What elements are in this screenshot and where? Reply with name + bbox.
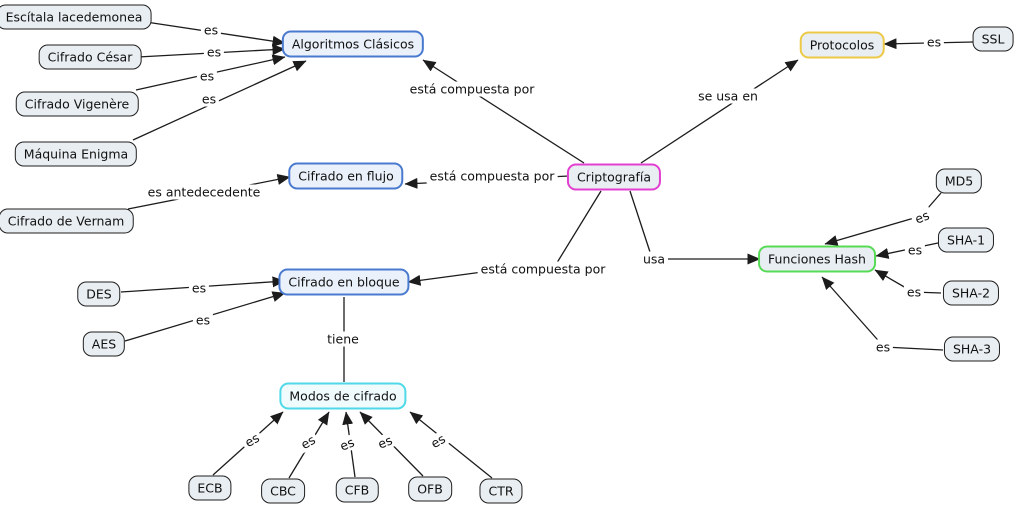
node-cifrado-en-bloque[interactable]: Cifrado en bloque — [278, 268, 410, 296]
edge-line-ctr-modos — [409, 411, 493, 479]
edge-label-cesar-es[interactable]: es — [203, 44, 225, 60]
node-cifrado-en-flujo[interactable]: Cifrado en flujo — [288, 162, 404, 190]
edge-line-enigma-algoritmos — [132, 60, 307, 141]
edge-label-se-usa-en[interactable]: se usa en — [695, 88, 761, 104]
node-md5[interactable]: MD5 — [935, 168, 983, 194]
edge-label-aes-es[interactable]: es — [192, 312, 214, 328]
edge-label-sha2-es[interactable]: es — [903, 284, 925, 300]
edge-line-sha3-hash-b — [821, 276, 885, 348]
node-algoritmos-clasicos[interactable]: Algoritmos Clásicos — [281, 30, 425, 58]
edge-label-des-es[interactable]: es — [188, 280, 210, 296]
node-ecb[interactable]: ECB — [188, 475, 232, 501]
node-ctr[interactable]: CTR — [479, 478, 523, 504]
node-ssl[interactable]: SSL — [972, 26, 1014, 52]
edge-line-sha3-hash-a — [883, 346, 944, 351]
node-sha3[interactable]: SHA-3 — [943, 336, 1001, 362]
edge-label-enigma-es[interactable]: es — [198, 91, 220, 107]
edge-label-esta-compuesta-por-flujo[interactable]: está compuesta por — [426, 168, 558, 184]
node-criptografia[interactable]: Criptografía — [566, 163, 662, 191]
node-des[interactable]: DES — [77, 281, 121, 307]
edge-label-esta-compuesta-por-bloque[interactable]: está compuesta por — [477, 261, 609, 277]
edge-label-sha1-es[interactable]: es — [904, 242, 926, 258]
edge-label-tiene[interactable]: tiene — [324, 331, 362, 347]
node-sha1[interactable]: SHA-1 — [937, 227, 995, 253]
edge-label-escitala-es[interactable]: es — [200, 22, 222, 38]
edge-label-ssl-es[interactable]: es — [923, 34, 945, 50]
edge-label-es-antedecedente[interactable]: es antedecedente — [144, 184, 264, 200]
node-cifrado-de-vernam[interactable]: Cifrado de Vernam — [0, 208, 134, 234]
edge-line-criptografia-bloque-a — [554, 190, 602, 267]
node-ofb[interactable]: OFB — [408, 476, 452, 502]
node-sha2[interactable]: SHA-2 — [942, 280, 1000, 306]
node-protocolos[interactable]: Protocolos — [799, 31, 885, 59]
edge-line-md5-hash-b — [824, 215, 922, 246]
node-cfb[interactable]: CFB — [335, 477, 379, 503]
edge-label-sha3-es[interactable]: es — [872, 339, 894, 355]
node-aes[interactable]: AES — [82, 331, 126, 357]
edge-label-usa[interactable]: usa — [639, 251, 669, 267]
node-escitala-lacedemonea[interactable]: Escítala lacedemonea — [0, 4, 152, 30]
node-cifrado-cesar[interactable]: Cifrado César — [38, 44, 142, 70]
edge-line-criptografia-algoritmos — [422, 59, 585, 164]
node-modos-de-cifrado[interactable]: Modos de cifrado — [279, 382, 407, 410]
node-cifrado-vigenere[interactable]: Cifrado Vigenère — [15, 91, 139, 117]
node-cbc[interactable]: CBC — [261, 478, 305, 504]
node-funciones-hash[interactable]: Funciones Hash — [758, 245, 876, 273]
edge-label-esta-compuesta-por-algoritmos[interactable]: está compuesta por — [406, 81, 538, 97]
node-maquina-enigma[interactable]: Máquina Enigma — [14, 141, 138, 167]
edge-line-criptografia-bloque-b — [407, 270, 491, 286]
edge-label-vigenere-es[interactable]: es — [196, 68, 218, 84]
edge-line-criptografia-hash-a — [629, 190, 651, 253]
edge-line-criptografia-protocolos — [640, 59, 799, 164]
